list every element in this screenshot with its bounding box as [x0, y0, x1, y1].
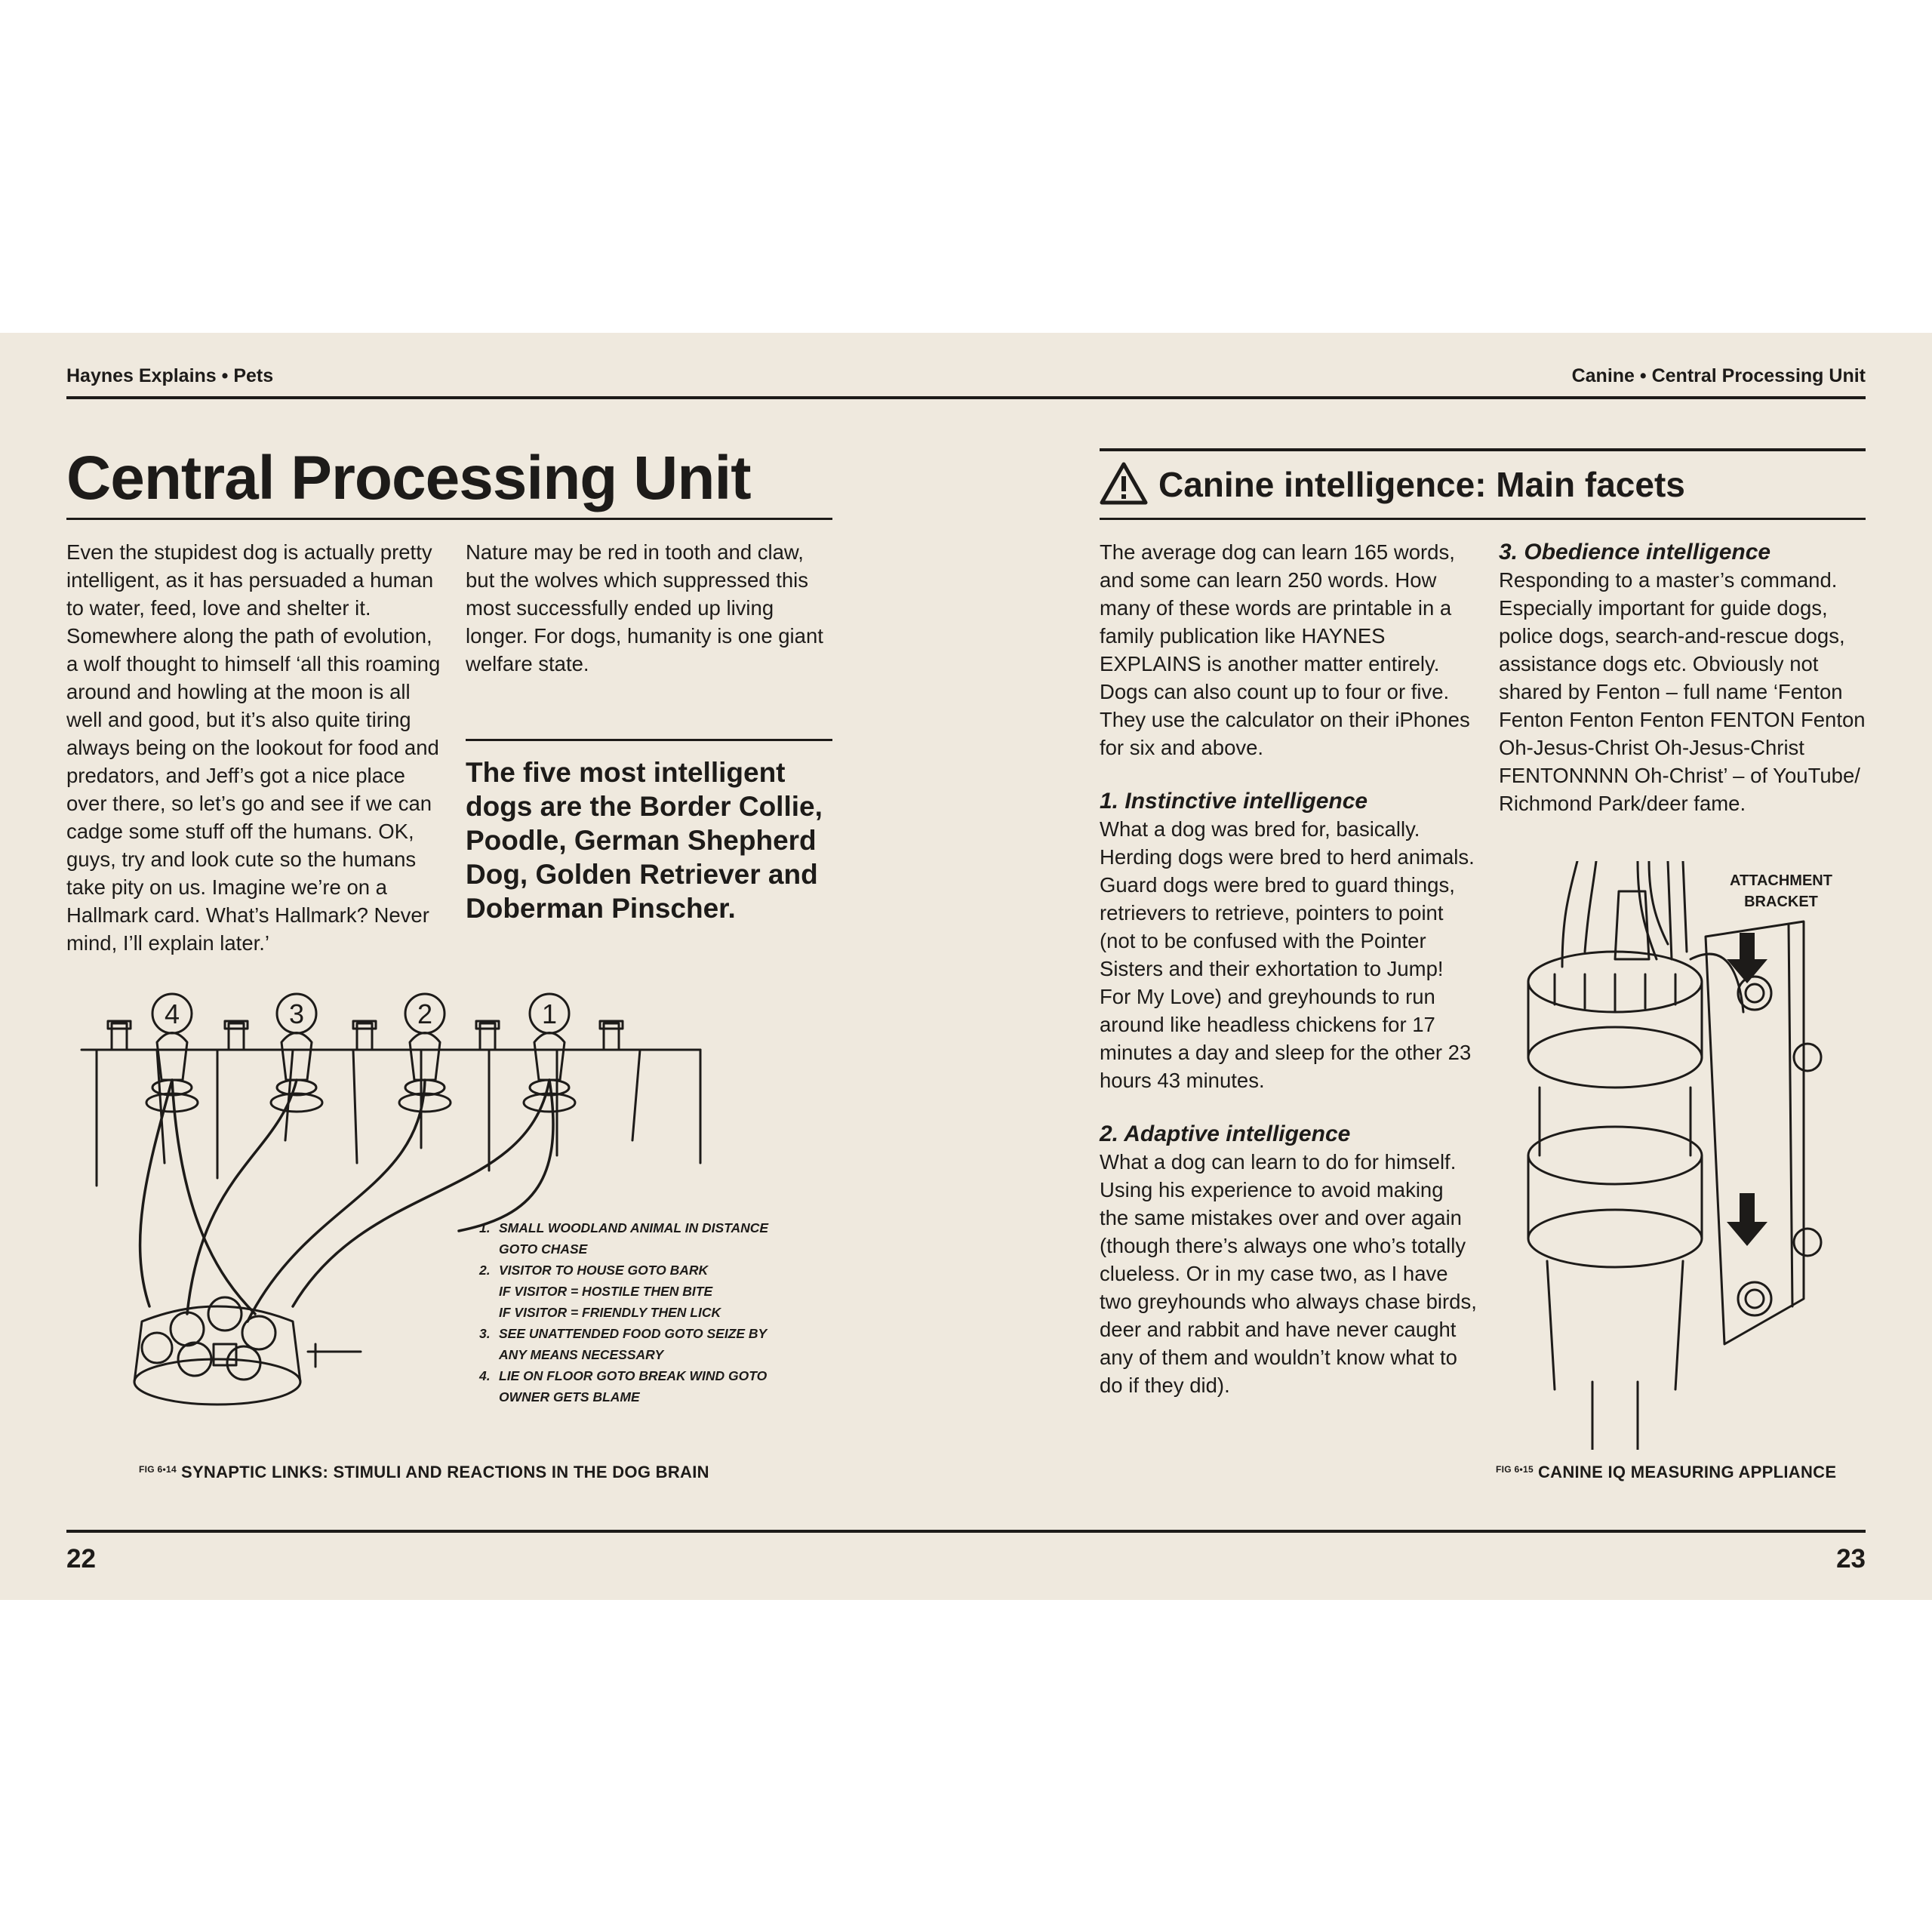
pull-quote-rule [466, 739, 832, 741]
attachment-bracket [1704, 920, 1805, 1346]
callout-number: 4. [479, 1368, 491, 1383]
figure-number: FIG 6•14 [139, 1464, 177, 1475]
arrow-down-icon [1727, 1193, 1767, 1246]
facet-3-title: 3. Obedience intelligence [1499, 540, 1771, 565]
left-running-head: Haynes Explains • Pets [66, 365, 274, 386]
right-column-2: 3. Obedience intelligence Responding to … [1499, 538, 1876, 817]
section-bottom-rule [1100, 518, 1866, 520]
facet-3-body: Responding to a master’s command. Especi… [1499, 568, 1866, 815]
distributor-cap [133, 1296, 362, 1406]
callout-line: IF VISITOR = HOSTILE THEN BITE [499, 1284, 713, 1299]
callout-item: 1. SMALL WOODLAND ANIMAL IN DISTANCE GOT… [479, 1217, 811, 1260]
facet-2-title: 2. Adaptive intelligence [1100, 1121, 1351, 1146]
pump-cylinder [1527, 950, 1745, 1450]
cylinder-number-4: 4 [165, 998, 180, 1029]
left-column-1: Even the stupidest dog is actually prett… [66, 538, 444, 957]
pipes [1561, 861, 1688, 968]
callout-line: VISITOR TO HOUSE GOTO BARK [499, 1263, 709, 1278]
callout-line: GOTO CHASE [499, 1241, 588, 1257]
attachment-bracket-label: ATTACHMENT BRACKET [1690, 870, 1872, 912]
callout-line: SEE UNATTENDED FOOD GOTO SEIZE BY [499, 1326, 768, 1341]
right-column-1: The average dog can learn 165 words, and… [1100, 538, 1477, 1399]
callout-line: SMALL WOODLAND ANIMAL IN DISTANCE [499, 1220, 769, 1235]
cylinder-number-1: 1 [542, 998, 557, 1029]
label-line-1: ATTACHMENT [1730, 872, 1832, 889]
engine-studs [106, 1020, 624, 1051]
arrow-icons [1727, 933, 1767, 1246]
callout-item: 3. SEE UNATTENDED FOOD GOTO SEIZE BY ANY… [479, 1323, 811, 1365]
callout-line: IF VISITOR = FRIENDLY THEN LICK [499, 1305, 721, 1320]
right-running-head: Canine • Central Processing Unit [1571, 365, 1866, 386]
cylinder-number-circles [151, 992, 571, 1035]
header-rule [66, 396, 1866, 399]
caption-text: SYNAPTIC LINKS: STIMULI AND REACTIONS IN… [180, 1463, 709, 1481]
callout-line: ANY MEANS NECESSARY [499, 1347, 664, 1362]
title-rule [66, 518, 832, 520]
callout-line: LIE ON FLOOR GOTO BREAK WIND GOTO [499, 1368, 768, 1383]
pull-quote: The five most intelligent dogs are the B… [466, 757, 823, 924]
left-page-number: 22 [66, 1544, 96, 1574]
callout-line: OWNER GETS BLAME [499, 1389, 640, 1404]
nature-paragraph: Nature may be red in tooth and claw, but… [466, 540, 823, 675]
left-column-2: Nature may be red in tooth and claw, but… [466, 538, 832, 678]
intro-paragraph: Even the stupidest dog is actually prett… [66, 540, 441, 955]
right-page-number: 23 [1836, 1544, 1866, 1574]
ignition-leads [138, 1078, 555, 1323]
spark-plug-diagram: 4 3 2 1 [80, 992, 702, 1406]
book-spread: Haynes Explains • Pets Canine • Central … [0, 333, 1932, 1600]
callout-number: 1. [479, 1220, 491, 1235]
callout-number: 3. [479, 1326, 491, 1341]
bracket-bolts [1737, 975, 1823, 1317]
callout-item: 4. LIE ON FLOOR GOTO BREAK WIND GOTO OWN… [479, 1365, 811, 1407]
callout-item: 2. VISITOR TO HOUSE GOTO BARK IF VISITOR… [479, 1260, 811, 1323]
facet-2-body: What a dog can learn to do for himself. … [1100, 1150, 1477, 1397]
plug-boots [145, 1032, 577, 1113]
cylinder-number-2: 2 [417, 998, 432, 1029]
cylinder-number-3: 3 [289, 998, 304, 1029]
callout-list: 1. SMALL WOODLAND ANIMAL IN DISTANCE GOT… [479, 1217, 811, 1407]
intro-paragraph: The average dog can learn 165 words, and… [1100, 540, 1470, 759]
page-title: Central Processing Unit [66, 444, 752, 512]
footer-rule [66, 1530, 1866, 1533]
callout-number: 2. [479, 1263, 491, 1278]
section-title: Canine intelligence: Main facets [1158, 465, 1685, 504]
arrow-down-icon [1727, 933, 1767, 983]
caption-text: CANINE IQ MEASURING APPLIANCE [1537, 1463, 1837, 1481]
figure-number: FIG 6•15 [1496, 1464, 1534, 1475]
label-line-2: BRACKET [1744, 894, 1818, 910]
section-top-rule [1100, 448, 1866, 451]
measuring-appliance-diagram [1527, 861, 1823, 1450]
warning-triangle-icon [1100, 462, 1148, 505]
facet-1-body: What a dog was bred for, basically. Herd… [1100, 817, 1475, 1092]
facet-1-title: 1. Instinctive intelligence [1100, 789, 1368, 814]
